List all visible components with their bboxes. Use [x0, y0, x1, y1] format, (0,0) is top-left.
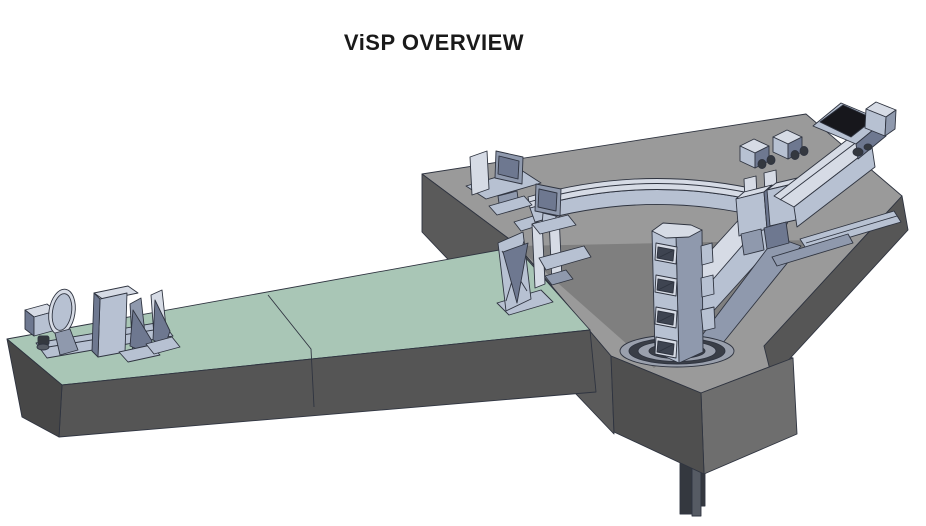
page-title: ViSP OVERVIEW	[343, 30, 525, 55]
camera-window-1	[654, 242, 678, 265]
camera-rail	[527, 178, 795, 225]
side-rails	[771, 210, 902, 267]
grating-housing	[773, 101, 897, 228]
fold-mirror-mount-1	[465, 150, 542, 216]
lens-disk	[48, 288, 76, 336]
camera-window-3	[654, 306, 678, 329]
camera-window-4	[654, 336, 678, 359]
bench-seam	[267, 294, 315, 408]
alignment-cube-1	[739, 138, 776, 169]
polarimetry-package	[24, 285, 181, 363]
alignment-cube-2	[772, 129, 809, 160]
camera-window-2	[654, 274, 678, 297]
slit-assembly	[496, 211, 592, 316]
pedestal	[610, 355, 798, 475]
alignment-cubes	[739, 129, 809, 169]
camera-tower	[651, 222, 716, 364]
fold-mirror-mount-2	[531, 183, 577, 235]
